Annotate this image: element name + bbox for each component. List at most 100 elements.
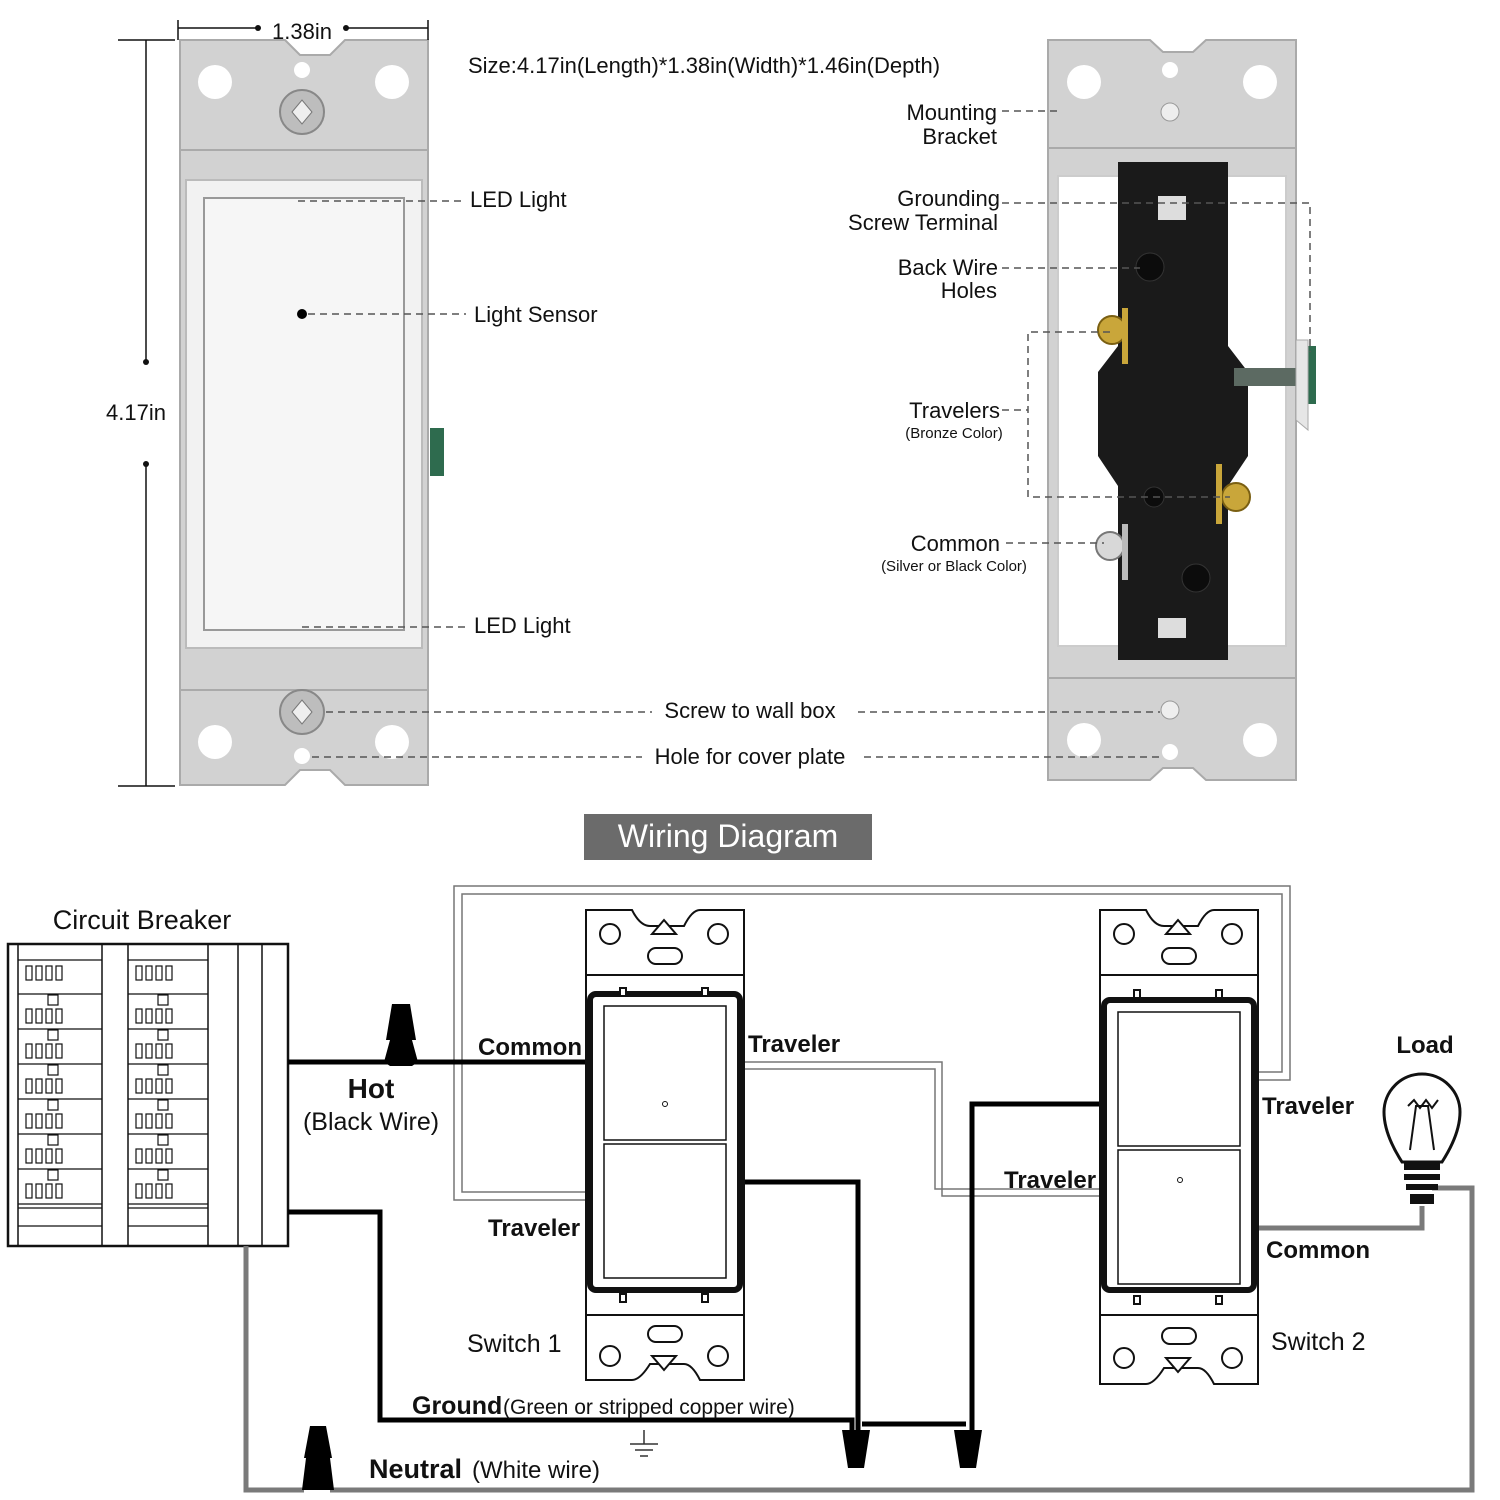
breaker-toggle: [35, 1148, 43, 1164]
breaker-handle: [157, 1064, 169, 1076]
breaker-toggle: [35, 1113, 43, 1129]
breaker-toggle: [25, 1078, 33, 1094]
front-rocker-paddle: [203, 197, 405, 631]
breaker-toggle: [135, 1148, 143, 1164]
common-plate: [1122, 524, 1128, 580]
common-wire-load: [1258, 1206, 1425, 1231]
label-mounting-2: Bracket: [922, 124, 997, 149]
ground-wire-nut-1-icon: [842, 1430, 870, 1468]
label-switch-1: Switch 1: [467, 1330, 561, 1358]
breaker-toggle: [45, 1043, 53, 1059]
breaker-rows: [18, 965, 208, 1205]
back-top-cover-hole: [1162, 62, 1178, 78]
breaker-toggle: [35, 1008, 43, 1024]
label-grounding-2: Screw Terminal: [848, 210, 998, 235]
breaker-toggle: [165, 1078, 173, 1094]
breaker-toggle: [25, 1148, 33, 1164]
breaker-toggle: [55, 965, 63, 981]
breaker-toggle: [55, 1078, 63, 1094]
back-top-right-hole: [1243, 65, 1277, 99]
breaker-toggle: [25, 1183, 33, 1199]
label-mounting-1: Mounting: [906, 100, 997, 125]
breaker-toggle: [145, 1043, 153, 1059]
label-traveler-1b: Traveler: [488, 1215, 580, 1242]
label-common-2: Common: [1266, 1237, 1370, 1264]
breaker-toggle: [25, 965, 33, 981]
circuit-breaker-panel: [6, 942, 290, 1248]
breaker-toggle: [155, 1113, 163, 1129]
light-sensor-dot: [297, 309, 307, 319]
breaker-handle: [157, 1134, 169, 1146]
back-top-screw-icon: [1160, 102, 1180, 122]
breaker-toggle: [25, 1008, 33, 1024]
label-screw-wall-box: Screw to wall box: [664, 698, 835, 723]
label-grounding-1: Grounding: [897, 186, 1000, 211]
breaker-toggle: [45, 1078, 53, 1094]
traveler-wire-top-outer: [453, 885, 1291, 1201]
label-ground-note: (Green or stripped copper wire): [503, 1396, 795, 1419]
hot-wire-nut-icon: [384, 1004, 418, 1066]
breaker-toggle: [45, 1148, 53, 1164]
callout-grounding-line: [1002, 202, 1311, 352]
neutral-wire-nut-icon: [302, 1426, 334, 1490]
breaker-handle: [47, 1029, 59, 1041]
breaker-toggle: [155, 1148, 163, 1164]
label-hole-cover-plate: Hole for cover plate: [655, 744, 846, 769]
breaker-handle: [47, 1099, 59, 1111]
label-light-sensor: Light Sensor: [474, 302, 598, 327]
front-top-screw-slot-icon: [291, 99, 313, 125]
label-traveler-2a: Traveler: [1262, 1093, 1354, 1120]
breaker-toggle: [145, 1148, 153, 1164]
switch-1: [585, 909, 745, 1381]
breaker-toggle: [35, 965, 43, 981]
label-neutral-note: (White wire): [472, 1457, 600, 1484]
breaker-toggle: [25, 1113, 33, 1129]
label-backwire-2: Holes: [941, 278, 997, 303]
breaker-toggle: [135, 1183, 143, 1199]
breaker-toggle: [135, 1078, 143, 1094]
breaker-toggle: [155, 1078, 163, 1094]
light-bulb-icon: [1382, 1072, 1462, 1204]
label-traveler-1a: Traveler: [748, 1031, 840, 1058]
dimension-lines: [118, 20, 429, 787]
traveler-plate-bottom: [1216, 464, 1222, 524]
front-bottom-right-hole: [375, 725, 409, 759]
breaker-toggle: [145, 965, 153, 981]
wiring-title-bg: [584, 814, 872, 860]
breaker-toggle: [145, 1078, 153, 1094]
label-hot: Hot: [348, 1073, 395, 1104]
ground-wire-switch2: [969, 1101, 1100, 1434]
breaker-handle: [157, 1099, 169, 1111]
front-bottom-left-hole: [198, 725, 232, 759]
breaker-handle: [47, 994, 59, 1006]
breaker-toggle: [35, 1183, 43, 1199]
label-travelers: Travelers: [909, 398, 1000, 423]
label-traveler-2b: Traveler: [1004, 1167, 1096, 1194]
label-led-light-top: LED Light: [470, 187, 567, 212]
breaker-toggle: [155, 965, 163, 981]
neutral-wire-left: [243, 1246, 304, 1493]
breaker-toggle: [165, 1113, 173, 1129]
front-bottom-bracket: [179, 689, 429, 786]
front-top-cover-hole: [294, 62, 310, 78]
breaker-toggle: [155, 1043, 163, 1059]
back-bottom-left-hole: [1067, 723, 1101, 757]
label-switch-2: Switch 2: [1271, 1328, 1365, 1356]
breaker-toggle: [35, 1043, 43, 1059]
label-ground: Ground: [412, 1392, 502, 1420]
breaker-toggle: [165, 1148, 173, 1164]
breaker-toggle: [165, 1008, 173, 1024]
breaker-handle: [157, 1169, 169, 1181]
front-bottom-cover-hole: [294, 748, 310, 764]
ground-wire-nut-2-icon: [954, 1430, 982, 1468]
label-common-1: Common: [478, 1034, 582, 1061]
label-circuit-breaker: Circuit Breaker: [53, 905, 232, 935]
breaker-toggle: [55, 1183, 63, 1199]
breaker-toggle: [145, 1008, 153, 1024]
ground-symbol-icon: [630, 1430, 658, 1457]
breaker-handle: [157, 1029, 169, 1041]
wiring-title: Wiring Diagram: [618, 818, 838, 854]
breaker-toggle: [165, 965, 173, 981]
label-common-note: (Silver or Black Color): [881, 558, 1027, 575]
common-screw-icon: [1095, 531, 1125, 561]
